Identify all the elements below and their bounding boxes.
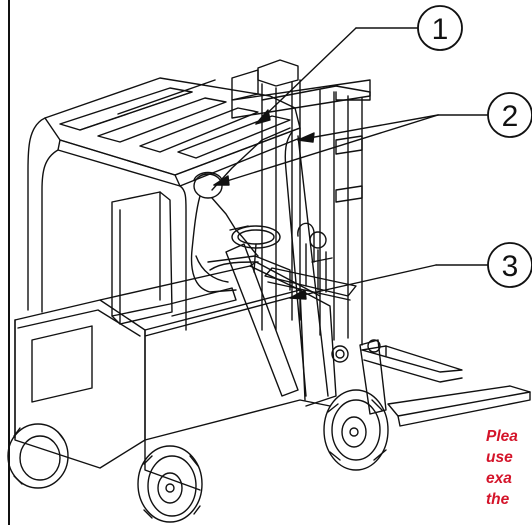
arrowhead-1 (255, 109, 271, 125)
callout-number-1: 1 (432, 13, 449, 46)
note-line: use (486, 449, 513, 466)
callout-number-2: 2 (502, 100, 519, 133)
note-line: Plea (486, 428, 518, 445)
callout-1: 1 (255, 5, 463, 125)
note-line: exa (486, 470, 512, 487)
control-levers (211, 127, 333, 293)
arrowhead-3 (289, 289, 307, 300)
leader-line-3-diag (289, 264, 437, 299)
leader-line-1-diag (255, 27, 357, 125)
callout-3: 3 (289, 242, 532, 300)
leader-line-2b (213, 114, 439, 186)
operator-figure (190, 171, 259, 293)
callout-circle-2 (487, 92, 532, 138)
callout-circle-3 (487, 242, 532, 288)
overhead-guard (27, 77, 329, 397)
note-text: Plea use exa the (486, 426, 532, 510)
leader-line-2-diag (297, 114, 439, 141)
note-line: the (486, 491, 510, 508)
forks (331, 339, 531, 427)
arrowhead-2 (297, 132, 315, 143)
forklift-body (14, 191, 357, 491)
arrowhead-2b (213, 175, 230, 186)
callout-number-3: 3 (502, 250, 519, 283)
rear-wheel-right (137, 445, 203, 523)
callout-circle-1 (417, 5, 463, 51)
steering-wheel (229, 225, 281, 273)
front-wheel (323, 389, 389, 471)
callout-2: 2 (213, 92, 532, 186)
rear-wheel-left (7, 423, 69, 489)
